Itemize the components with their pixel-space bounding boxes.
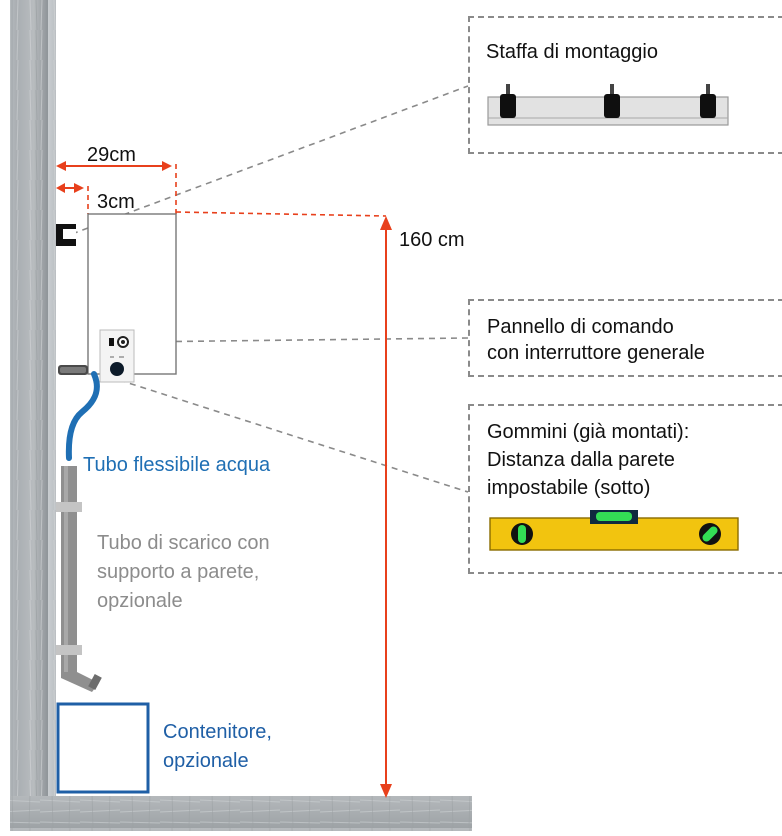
drain-label-line1: Tubo di scarico con (97, 532, 270, 554)
control-panel-icon (99, 329, 135, 383)
grommet-label-line1: Gommini (già montati): (487, 421, 690, 443)
water-hose (65, 371, 100, 461)
bracket-leader-line (71, 85, 469, 235)
height-arrow-top-head (380, 216, 392, 230)
mounting-bracket-icon (487, 84, 729, 126)
offset-arrow-left-head (56, 183, 65, 193)
drain-pipe (56, 466, 102, 692)
wall-bracket-icon (56, 224, 76, 246)
floor (10, 796, 472, 831)
panel-callout (468, 299, 782, 377)
grommet-label-line2: Distanza dalla parete (487, 449, 675, 471)
top-dimension-guide (175, 211, 387, 217)
bracket-callout (468, 16, 782, 154)
container-label-line2: opzionale (163, 750, 249, 772)
drain-label-line2: supporto a parete, (97, 561, 260, 583)
offset-dimension-label: 3cm (97, 191, 135, 213)
width-dimension-label: 29cm (87, 144, 136, 166)
bracket-title: Staffa di montaggio (486, 41, 658, 63)
container-box (56, 702, 150, 794)
grommet-icon (58, 365, 88, 375)
wall (10, 0, 56, 800)
drain-clamp-lower (56, 645, 82, 655)
container-label-line1: Contenitore, (163, 721, 272, 743)
panel-leader-line (131, 337, 469, 343)
panel-label-line1: Pannello di comando (487, 316, 674, 338)
hose-label: Tubo flessibile acqua (83, 454, 271, 476)
grommet-callout (468, 404, 782, 574)
height-dimension-label: 160 cm (399, 229, 465, 251)
drain-label-line3: opzionale (97, 590, 183, 612)
drain-clamp-upper (56, 502, 82, 512)
grommet-label-line3: impostabile (sotto) (487, 477, 651, 499)
width-arrow-left-head (56, 161, 66, 171)
spirit-level-icon (489, 510, 739, 551)
panel-label-line2: con interruttore generale (487, 342, 705, 364)
height-arrow-bottom-head (380, 784, 392, 798)
grommet-leader-line (87, 369, 469, 493)
